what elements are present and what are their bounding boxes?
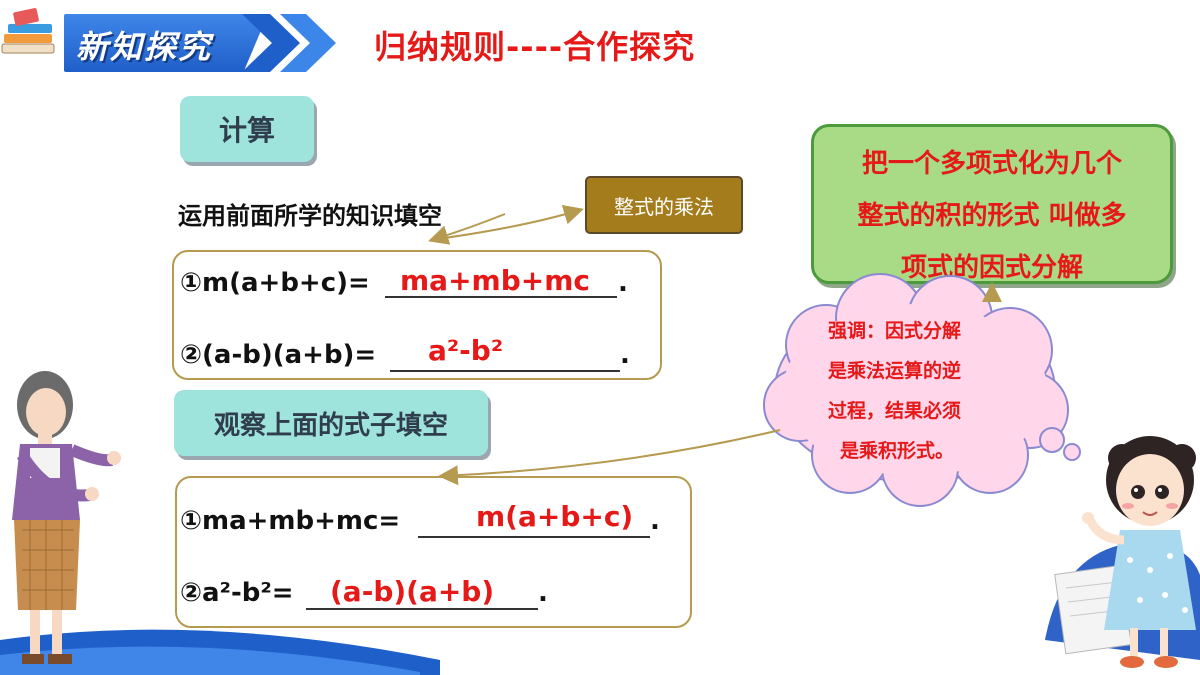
definition-line-3: 项式的因式分解 <box>900 253 1083 283</box>
header-subtitle: 归纳规则----合作探究 <box>374 28 696 66</box>
tab-calculate: 计算 <box>180 96 314 162</box>
equation-3-answer: m(a+b+c) <box>476 500 634 533</box>
equation-2-end: . <box>620 340 630 370</box>
equation-2-answer: a²-b² <box>428 334 504 367</box>
header-badge <box>64 14 268 72</box>
chevron-right-icon <box>242 14 336 72</box>
instruction-text: 运用前面所学的知识填空 <box>178 202 442 230</box>
answer-blank <box>306 608 538 610</box>
answer-blank <box>390 370 620 372</box>
equation-3-left: ①ma+mb+mc= <box>180 506 401 536</box>
answer-blank <box>385 296 617 298</box>
answer-blank <box>418 536 650 538</box>
books-icon <box>1 8 55 54</box>
equation-4-left: ②a²-b²= <box>180 578 294 608</box>
equation-box-1 <box>172 250 662 380</box>
emphasis-line-2: 是乘法运算的逆 <box>828 360 962 382</box>
equation-4-end: . <box>538 578 548 608</box>
equation-4-answer: (a-b)(a+b) <box>330 575 495 608</box>
definition-line-1: 把一个多项式化为几个 <box>861 149 1122 179</box>
emphasis-line-1: 强调：因式分解 <box>828 320 962 342</box>
definition-line-2: 整式的积的形式 叫做多 <box>857 201 1127 231</box>
equation-2-left: ②(a-b)(a+b)= <box>180 340 377 370</box>
polynomial-multiplication-tag: 整式的乘法 <box>585 176 743 234</box>
header-badge-title: 新知探究 <box>76 28 213 66</box>
emphasis-line-4: 是乘积形式。 <box>840 440 955 462</box>
equation-box-2 <box>175 476 692 628</box>
equation-1-answer: ma+mb+mc <box>400 264 590 297</box>
equation-1-end: . <box>618 268 628 298</box>
definition-box: 把一个多项式化为几个 整式的积的形式 叫做多 项式的因式分解 <box>811 124 1173 284</box>
equation-3-end: . <box>650 506 660 536</box>
tab-observe: 观察上面的式子填空 <box>174 390 488 456</box>
equation-1-left: ①m(a+b+c)= <box>180 268 370 298</box>
emphasis-line-3: 过程，结果必须 <box>828 400 962 422</box>
